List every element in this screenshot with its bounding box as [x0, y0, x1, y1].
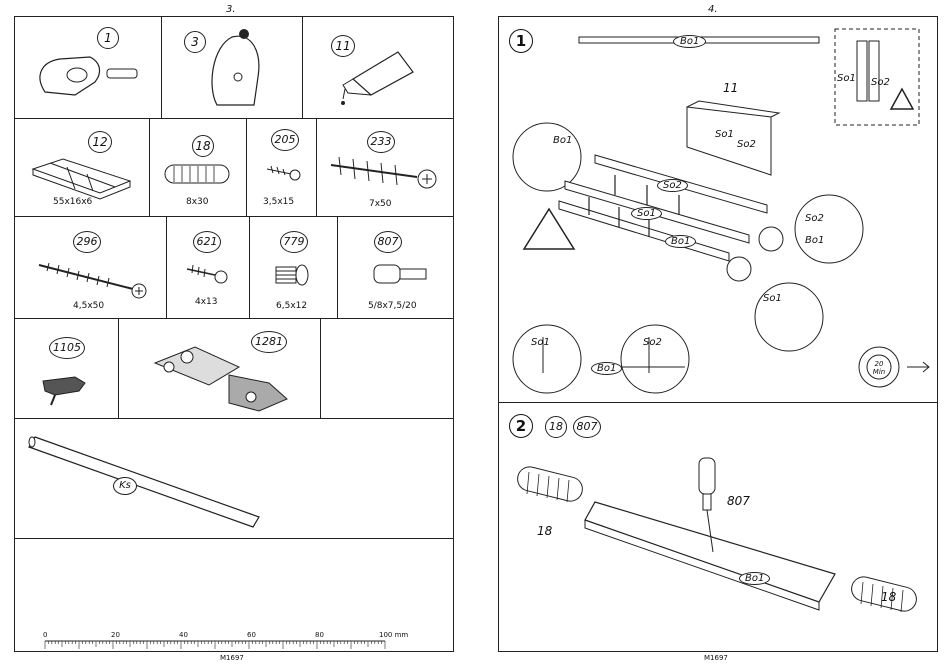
warning-label-so1: So1 [837, 73, 856, 84]
part-cell-11: 11 [303, 17, 453, 119]
rod-cell: Ks [15, 419, 453, 539]
step-1-assembly-drawing [499, 17, 937, 402]
part-cell-205: 205 3,5x15 [247, 119, 317, 217]
detail-label-so2: So2 [643, 337, 662, 348]
part-cell-1: 1 [15, 17, 162, 119]
part-cell-1105: 1105 [15, 319, 119, 419]
rail-label: Bo1 [673, 35, 706, 48]
right-page-number: 4. [708, 4, 718, 15]
rod-drawing [15, 419, 453, 539]
ruler-label: 0 [43, 631, 47, 639]
detail-label-bo1: Bo1 [805, 235, 824, 246]
cam-pin-label: 807 [727, 494, 750, 508]
left-page-number: 3. [226, 4, 236, 15]
ruler-label: 20 [111, 631, 120, 639]
part-size-label: 6,5x12 [276, 301, 307, 311]
part-size-label: 3,5x15 [263, 197, 294, 207]
part-size-label: 5/8x7,5/20 [368, 301, 417, 311]
part-cell-296: 296 4,5x50 [15, 217, 167, 319]
step-1-panel: 1 [499, 17, 937, 403]
warning-label-so2: So2 [871, 77, 890, 88]
part-size-label: 7x50 [369, 199, 392, 209]
ruler-label: 80 [315, 631, 324, 639]
part-cell-3: 3 [162, 17, 303, 119]
part-size-label: 4x13 [195, 297, 218, 307]
cabinet-hinge-drawing [119, 319, 321, 419]
detail-label-so2: So2 [805, 213, 824, 224]
detail-label-so1: So1 [531, 337, 550, 348]
board-label-so1: So1 [631, 207, 662, 220]
part-cell-12: 12 55x16x6 [15, 119, 150, 217]
part-cell-1281: 1281 [119, 319, 321, 419]
timer-label: 20 Min [869, 360, 889, 376]
ruler-label: 40 [179, 631, 188, 639]
rod-label: Ks [113, 477, 137, 495]
glue-part-label: 11 [723, 81, 738, 95]
board-label-so2: So2 [737, 139, 756, 150]
board-label-so1: So1 [715, 129, 734, 140]
wall-bracket-drawing [162, 17, 303, 119]
board-label-so2: So2 [657, 179, 688, 192]
part-cell-18: 18 8x30 [150, 119, 247, 217]
part-cell-779: 779 6,5x12 [250, 217, 338, 319]
right-page-instructions: 1 [498, 16, 938, 652]
right-page-code: M1697 [704, 654, 728, 662]
part-size-label: 55x16x6 [53, 197, 92, 207]
step-2-panel: 2 18 807 18 18 807 Bo1 [499, 402, 937, 651]
ruler-label: 100 mm [379, 631, 408, 639]
detail-label-bo1: Bo1 [553, 135, 572, 146]
detail-label-so1: So1 [763, 293, 782, 304]
part-size-label: 4,5x50 [73, 301, 104, 311]
dowel-label: 18 [881, 590, 896, 604]
step-2-assembly-drawing [499, 402, 937, 651]
part-cell-233: 233 7x50 [317, 119, 453, 217]
part-cell-621: 621 4x13 [167, 217, 250, 319]
glue-tube-drawing [303, 17, 453, 119]
ruler-label: 60 [247, 631, 256, 639]
empty-cell [321, 319, 453, 419]
cam-lock-housing-drawing [15, 17, 162, 119]
hinge-plate-drawing [15, 319, 119, 419]
part-size-label: 8x30 [186, 197, 209, 207]
left-page-code: M1697 [220, 654, 244, 662]
left-page-parts-sheet: 1 3 11 12 55x16x6 18 [14, 16, 454, 652]
dowel-label: 18 [537, 524, 552, 538]
part-cell-807: 807 5/8x7,5/20 [338, 217, 453, 319]
